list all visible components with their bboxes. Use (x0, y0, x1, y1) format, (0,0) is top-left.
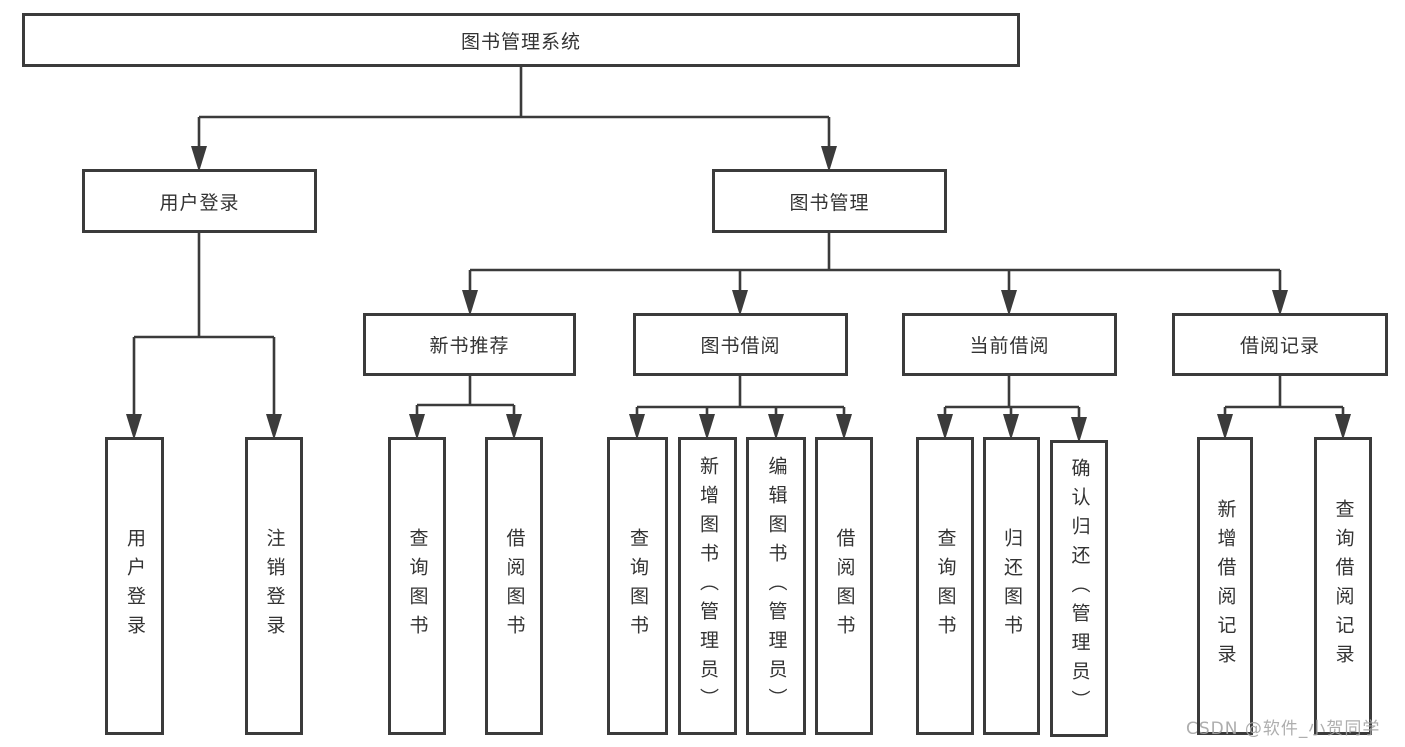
node-label: 借阅记录 (1239, 335, 1320, 357)
leaf-borrow-query-books: 查询图书 (607, 437, 668, 735)
node-label: 图书借阅 (700, 335, 781, 357)
node-user-login: 用户登录 (82, 169, 317, 233)
node-label: 编辑图书（管理员） (765, 455, 788, 717)
node-label: 新增借阅记录 (1214, 499, 1237, 673)
node-label: 归还图书 (1001, 528, 1023, 644)
node-label: 当前借阅 (969, 335, 1050, 357)
node-label: 确认归还（管理员） (1068, 458, 1091, 719)
leaf-current-confirm-return-admin: 确认归还（管理员） (1050, 440, 1108, 737)
leaf-current-return-books: 归还图书 (983, 437, 1040, 735)
node-label: 借阅图书 (503, 528, 526, 644)
node-label: 查询图书 (934, 528, 957, 644)
node-label: 查询图书 (627, 528, 649, 644)
node-book-management: 图书管理 (712, 169, 947, 233)
node-label: 图书管理系统 (460, 30, 581, 53)
node-label: 图书管理 (789, 191, 870, 214)
node-label: 查询图书 (406, 528, 429, 644)
node-label: 借阅图书 (833, 528, 856, 644)
leaf-current-query-books: 查询图书 (916, 437, 974, 735)
leaf-recommend-query-books: 查询图书 (388, 437, 446, 735)
node-new-book-recommendation: 新书推荐 (363, 313, 576, 376)
node-label: 用户登录 (159, 191, 240, 214)
leaf-recommend-borrow-books: 借阅图书 (485, 437, 543, 735)
node-current-borrowing: 当前借阅 (902, 313, 1117, 376)
leaf-borrow-add-books-admin: 新增图书（管理员） (678, 437, 737, 735)
leaf-logout: 注销登录 (245, 437, 303, 735)
watermark: CSDN @软件_小贺同学 (1186, 719, 1381, 739)
node-borrowing-records: 借阅记录 (1172, 313, 1388, 376)
leaf-borrow-edit-books-admin: 编辑图书（管理员） (746, 437, 806, 735)
node-label: 新书推荐 (429, 335, 510, 357)
node-label: 查询借阅记录 (1332, 499, 1355, 673)
leaf-records-query-record: 查询借阅记录 (1314, 437, 1372, 735)
node-root: 图书管理系统 (22, 13, 1020, 67)
node-label: 新增图书（管理员） (697, 455, 719, 717)
leaf-records-add-record: 新增借阅记录 (1197, 437, 1253, 735)
node-book-borrowing: 图书借阅 (633, 313, 848, 376)
node-label: 注销登录 (263, 528, 286, 644)
node-label: 用户登录 (124, 528, 146, 644)
leaf-borrow-borrow-books: 借阅图书 (815, 437, 873, 735)
leaf-user-login: 用户登录 (105, 437, 164, 735)
